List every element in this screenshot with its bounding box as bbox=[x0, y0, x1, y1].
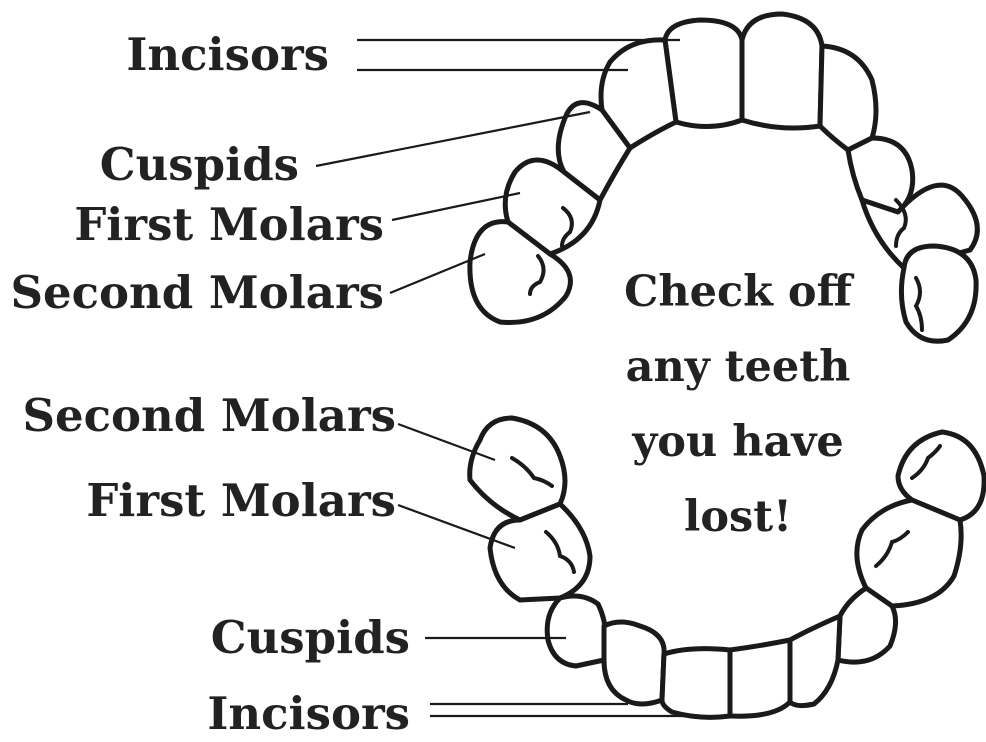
lower-left-first-molar[interactable] bbox=[490, 504, 590, 600]
tooth-labels: Incisors Cuspids First Molars Second Mol… bbox=[10, 28, 410, 740]
lower-left-cuspid[interactable] bbox=[547, 596, 606, 666]
leader-upper-first-molar bbox=[392, 193, 520, 220]
upper-right-lateral-incisor[interactable] bbox=[820, 46, 876, 150]
message-line-2: any teeth bbox=[626, 342, 851, 392]
message-line-4: lost! bbox=[684, 492, 792, 542]
lower-left-central-incisor-a[interactable] bbox=[662, 649, 730, 718]
label-lower-cuspids: Cuspids bbox=[211, 611, 410, 664]
lower-left-central-incisor-b[interactable] bbox=[730, 640, 790, 716]
label-upper-cuspids: Cuspids bbox=[100, 138, 299, 191]
instruction-message: Check off any teeth you have lost! bbox=[624, 267, 854, 542]
label-lower-second-molars: Second Molars bbox=[22, 389, 396, 442]
label-upper-first-molars: First Molars bbox=[74, 198, 384, 251]
lower-left-second-molar[interactable] bbox=[470, 418, 565, 520]
label-lower-first-molars: First Molars bbox=[86, 474, 396, 527]
upper-right-second-molar[interactable] bbox=[901, 246, 976, 341]
upper-right-central-incisor[interactable] bbox=[742, 14, 822, 128]
leader-upper-cuspid bbox=[316, 112, 590, 166]
label-lower-incisors: Incisors bbox=[207, 687, 410, 740]
upper-right-cuspid[interactable] bbox=[848, 138, 913, 212]
lower-right-lateral-incisor[interactable] bbox=[790, 616, 840, 706]
lower-left-lateral-incisor[interactable] bbox=[604, 622, 664, 704]
message-line-3: you have bbox=[631, 417, 843, 467]
label-upper-incisors: Incisors bbox=[126, 28, 329, 81]
message-line-1: Check off bbox=[624, 267, 854, 317]
label-upper-second-molars: Second Molars bbox=[10, 266, 384, 319]
